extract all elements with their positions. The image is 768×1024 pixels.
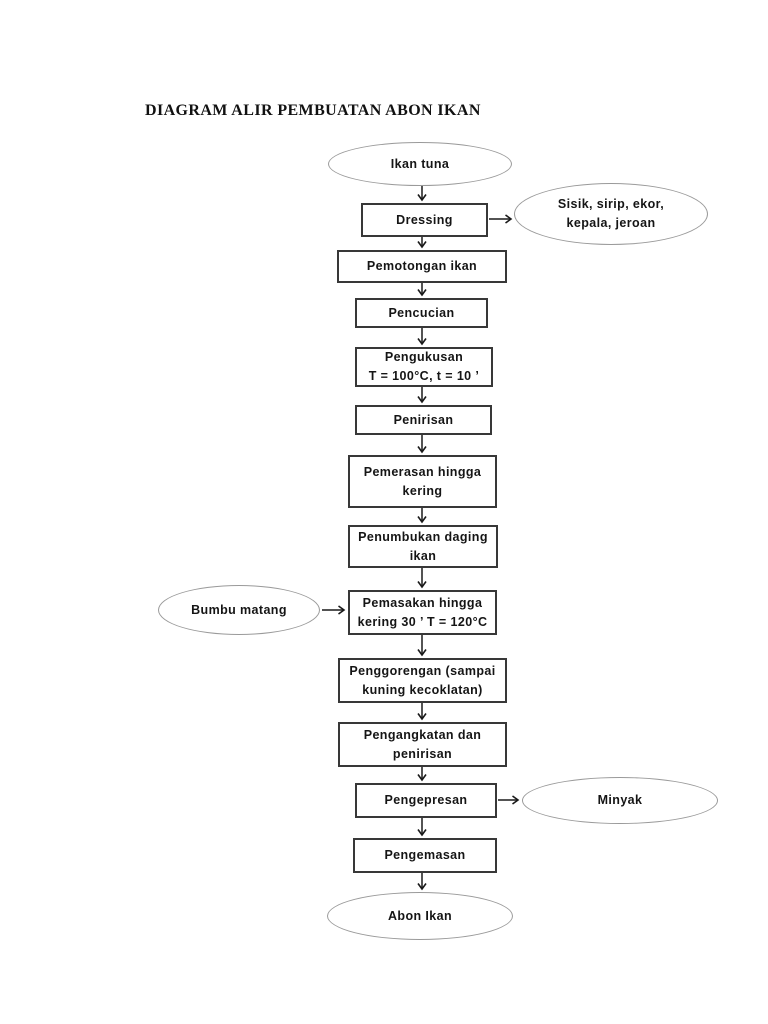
node-label: Penirisan bbox=[393, 412, 454, 427]
node-minyak: Minyak bbox=[522, 777, 718, 824]
diagram-title: DIAGRAM ALIR PEMBUATAN ABON IKAN bbox=[145, 102, 481, 119]
node-pengemasan: Pengemasan bbox=[353, 838, 497, 873]
node-label: Abon Ikan bbox=[387, 908, 453, 923]
node-label: Ikan tuna bbox=[390, 156, 450, 171]
node-label-line1: Pengukusan bbox=[384, 350, 464, 364]
node-pengangkatan-dan-penirisan: Pengangkatan dan penirisan bbox=[338, 722, 507, 767]
node-label-line2: kepala, jeroan bbox=[566, 216, 656, 230]
node-pengukusan: Pengukusan T = 100°C, t = 10 ’ bbox=[355, 347, 493, 387]
node-penggorengan: Penggorengan (sampai kuning kecoklatan) bbox=[338, 658, 507, 703]
node-label: Pengemasan bbox=[384, 848, 466, 862]
node-label: Pemotongan ikan bbox=[366, 259, 478, 273]
node-penumbukan-daging-ikan: Penumbukan daging ikan bbox=[348, 525, 498, 568]
node-label-line2: kering bbox=[402, 483, 443, 498]
node-pemerasan-hingga-kering: Pemerasan hingga kering bbox=[348, 455, 497, 508]
node-label-line2: T = 100°C, t = 10 ’ bbox=[368, 369, 480, 383]
node-ikan-tuna: Ikan tuna bbox=[328, 142, 512, 186]
node-label: Bumbu matang bbox=[191, 602, 287, 617]
node-dressing: Dressing bbox=[361, 203, 488, 237]
node-label-line1: Penggorengan (sampai bbox=[349, 663, 496, 678]
node-pemotongan-ikan: Pemotongan ikan bbox=[337, 250, 507, 283]
node-label: Dressing bbox=[396, 212, 453, 227]
node-label-line1: Penumbukan daging bbox=[358, 529, 488, 544]
node-pemasakan-hingga-kering: Pemasakan hingga kering 30 ’ T = 120°C bbox=[348, 590, 497, 635]
node-abon-ikan: Abon Ikan bbox=[327, 892, 513, 940]
node-label-line2: kuning kecoklatan) bbox=[362, 682, 483, 697]
node-bumbu-matang: Bumbu matang bbox=[158, 585, 320, 635]
node-label: Minyak bbox=[597, 793, 643, 807]
node-label-line2: penirisan bbox=[392, 746, 453, 761]
node-label-line1: Pengangkatan dan bbox=[363, 727, 482, 742]
node-label: Pencucian bbox=[388, 305, 455, 320]
node-penirisan: Penirisan bbox=[355, 405, 492, 435]
node-label-line2: kering 30 ’ T = 120°C bbox=[357, 614, 488, 629]
node-pencucian: Pencucian bbox=[355, 298, 488, 328]
node-label-line2: ikan bbox=[409, 548, 437, 563]
node-pengepresan: Pengepresan bbox=[355, 783, 497, 818]
node-label-line1: Pemasakan hingga bbox=[362, 595, 483, 610]
node-sisik-sirip-ekor-kepala-jeroan: Sisik, sirip, ekor, kepala, jeroan bbox=[514, 183, 708, 245]
node-label-line1: Pemerasan hingga bbox=[363, 464, 482, 479]
node-label: Pengepresan bbox=[384, 793, 468, 807]
node-label-line1: Sisik, sirip, ekor, bbox=[557, 197, 665, 211]
